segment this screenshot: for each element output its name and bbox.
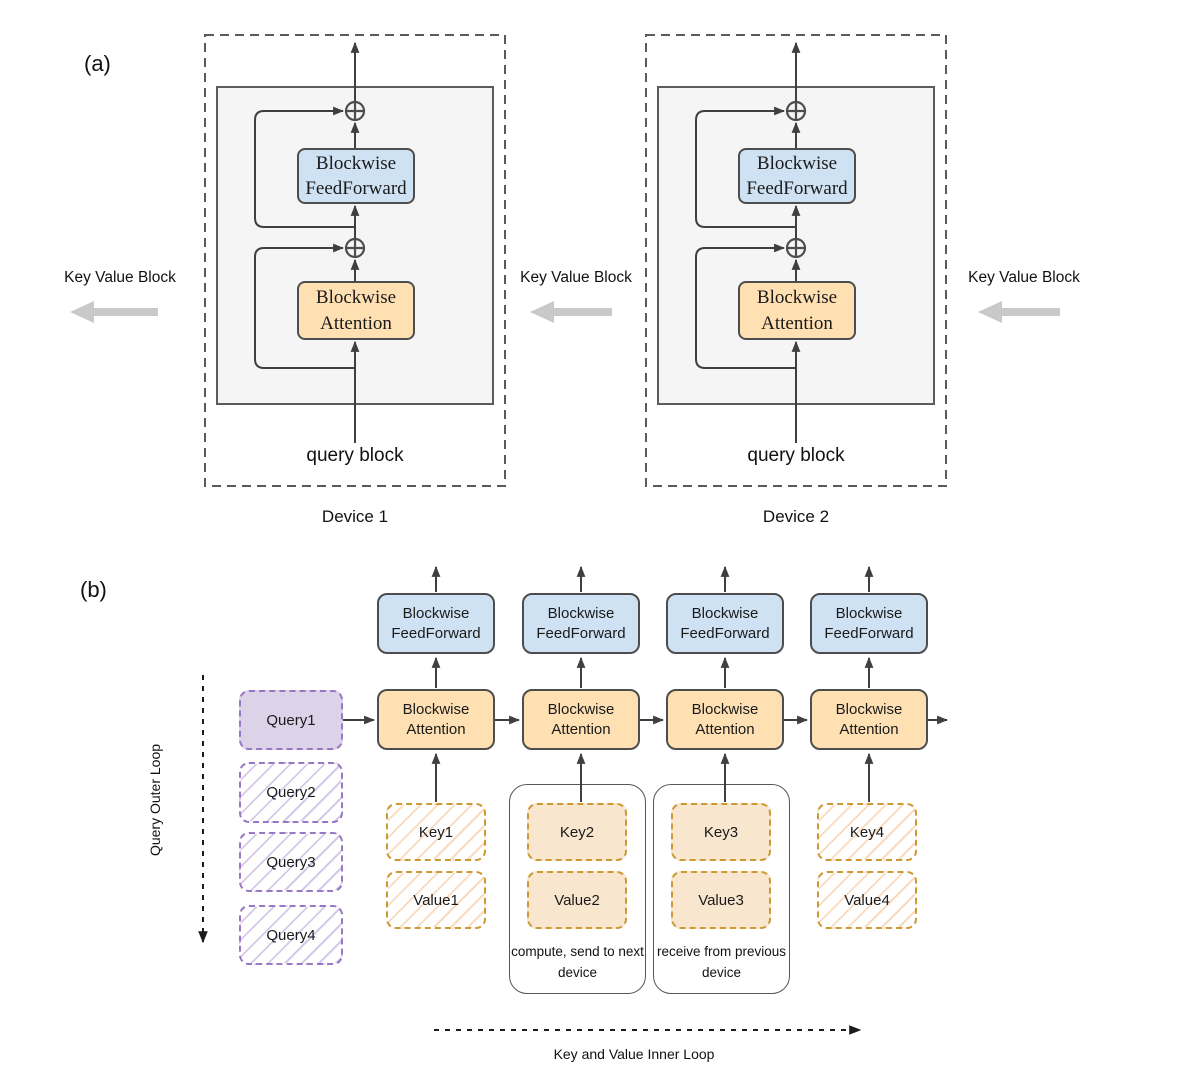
value4-box: Value4 — [817, 871, 917, 929]
b-attention-box-1: Blockwise Attention — [377, 689, 495, 750]
device2-attention-box: Blockwise Attention — [738, 281, 856, 340]
device1-label: Device 1 — [321, 507, 389, 526]
b-attention-box-2: Blockwise Attention — [522, 689, 640, 750]
caption-receive: receive from previous device — [656, 944, 787, 980]
b-attention-box-4: Blockwise Attention — [810, 689, 928, 750]
query4-box: Query4 — [239, 905, 343, 965]
key2-box: Key2 — [527, 803, 627, 861]
device2-query-block-label: query block — [747, 445, 845, 466]
query1-box: Query1 — [239, 690, 343, 750]
value2-box: Value2 — [527, 871, 627, 929]
key-value-block-label-middle: Key Value Block — [520, 269, 632, 286]
value3-box: Value3 — [671, 871, 771, 929]
query2-box: Query2 — [239, 762, 343, 823]
query3-box: Query3 — [239, 832, 343, 892]
panel-a-label: (a) — [84, 51, 111, 76]
gray-left-arrow-2 — [530, 301, 612, 323]
key4-box: Key4 — [817, 803, 917, 861]
device1-dashed-outline — [204, 34, 506, 487]
key3-box: Key3 — [671, 803, 771, 861]
device1-query-block-label: query block — [306, 445, 404, 466]
b-feedforward-box-4: Blockwise FeedForward — [810, 593, 928, 654]
receive-group-container — [653, 784, 790, 994]
device1-attention-box: Blockwise Attention — [297, 281, 415, 340]
b-attention-box-3: Blockwise Attention — [666, 689, 784, 750]
gray-left-arrow-3 — [978, 301, 1060, 323]
key-value-transfer-arrows — [70, 301, 1060, 323]
key-value-block-label-left: Key Value Block — [64, 269, 176, 286]
b-feedforward-box-1: Blockwise FeedForward — [377, 593, 495, 654]
device1-plus-nodes — [344, 100, 366, 259]
send-group-container — [509, 784, 646, 994]
b-feedforward-box-3: Blockwise FeedForward — [666, 593, 784, 654]
value1-box: Value1 — [386, 871, 486, 929]
device2-label: Device 2 — [762, 507, 830, 526]
b-feedforward-box-2: Blockwise FeedForward — [522, 593, 640, 654]
key1-box: Key1 — [386, 803, 486, 861]
key-value-block-label-right: Key Value Block — [968, 269, 1080, 286]
device2-plus-nodes — [785, 100, 807, 259]
device2-dashed-outline — [645, 34, 947, 487]
gray-left-arrow-1 — [70, 301, 158, 323]
device1-feedforward-box: Blockwise FeedForward — [297, 148, 415, 204]
device1-connectors — [254, 41, 360, 443]
caption-compute-send: compute, send to next device — [511, 944, 644, 980]
panel-b-connectors — [343, 565, 949, 802]
key-value-inner-loop-label: Key and Value Inner Loop — [553, 1046, 715, 1062]
device2-feedforward-box: Blockwise FeedForward — [738, 148, 856, 204]
panel-b-label: (b) — [80, 577, 107, 602]
device2-connectors — [695, 41, 801, 443]
